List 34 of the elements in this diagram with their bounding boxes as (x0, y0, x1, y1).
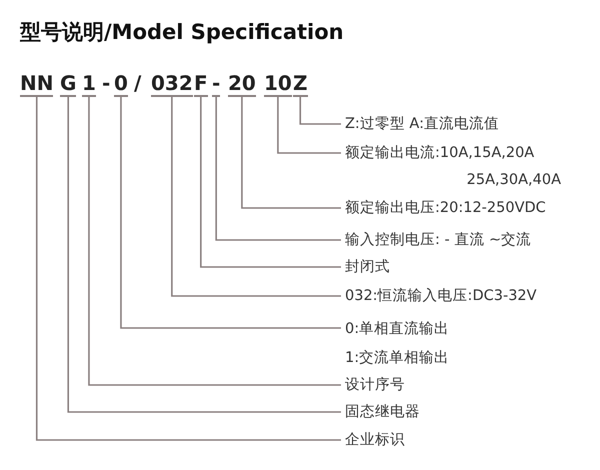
description-text: 额定输出电流:10A,15A,20A 25A,30A,40A (345, 140, 561, 194)
description-text: 1:交流单相输出 (345, 348, 450, 368)
description-text: 固态继电器 (345, 398, 420, 426)
code-segment: - (212, 72, 220, 97)
separator-symbol: / (134, 72, 142, 94)
code-segment: 10 (264, 72, 292, 97)
separator-symbol: - (102, 72, 110, 94)
leader-line (299, 97, 341, 125)
code-segment: NN (20, 72, 54, 97)
code-segment: Z (293, 72, 308, 97)
description-text: 额定输出电压:20:12-250VDC (345, 194, 546, 222)
description-text: Z:过零型 A:直流电流值 (345, 110, 499, 138)
description-text: 输入控制电压: - 直流 ~交流 (345, 226, 532, 254)
leader-line (88, 97, 341, 386)
leader-line (67, 97, 341, 413)
leader-line (171, 97, 341, 297)
code-segment: 20 (228, 72, 256, 97)
description-text: 设计序号 (345, 372, 405, 398)
code-segment: 032 (151, 72, 193, 97)
code-segment: 1 (82, 72, 96, 97)
code-segment: 0 (114, 72, 128, 97)
leader-line (215, 97, 341, 241)
leader-line (120, 97, 341, 329)
code-segment: G (60, 72, 76, 97)
title: 型号说明/Model Specification (20, 19, 344, 46)
leader-line (241, 97, 341, 209)
description-text: 032:恒流输入电压:DC3-32V (345, 282, 537, 310)
leader-line (277, 97, 341, 154)
leader-line (200, 97, 341, 268)
description-text: 封闭式 (345, 254, 390, 280)
leader-line (36, 97, 341, 441)
description-text: 0:单相直流输出 (345, 320, 450, 338)
description-text: 企业标识 (345, 426, 405, 454)
code-segment: F (194, 72, 208, 97)
